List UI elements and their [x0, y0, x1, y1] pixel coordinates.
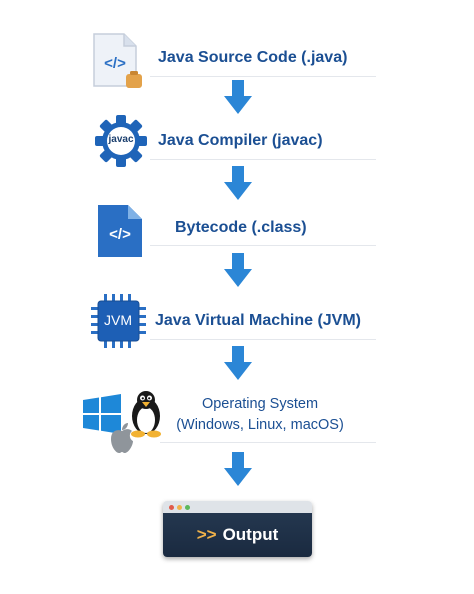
step-compiler-label: Java Compiler (javac): [158, 132, 323, 149]
down-arrow-icon: [224, 452, 252, 491]
minimize-dot-icon: [177, 505, 182, 510]
divider: [150, 339, 376, 340]
step-os-label-line1: Operating System: [201, 396, 319, 412]
divider: [150, 245, 376, 246]
java-file-icon: </>: [88, 30, 146, 97]
step-jvm-label: Java Virtual Machine (JVM): [155, 312, 361, 329]
terminal-body: >> Output: [163, 513, 312, 557]
output-prompt: >>: [196, 525, 217, 544]
maximize-dot-icon: [185, 505, 190, 510]
linux-penguin-icon: [128, 388, 164, 443]
apple-logo-icon: [108, 422, 136, 459]
step-os-label-line2: (Windows, Linux, macOS): [176, 417, 344, 433]
windows-logo-icon: [82, 394, 122, 439]
terminal-titlebar: [163, 501, 312, 513]
close-dot-icon: [169, 505, 174, 510]
divider: [160, 442, 376, 443]
svg-text:</>: </>: [104, 55, 126, 72]
jvm-icon-text: JVM: [104, 312, 132, 328]
down-arrow-icon: [224, 253, 252, 292]
divider: [150, 76, 376, 77]
step-bytecode-label: Bytecode (.class): [175, 219, 307, 236]
compiler-icon-text: javac: [108, 134, 134, 145]
output-label: Output: [222, 525, 279, 544]
down-arrow-icon: [224, 346, 252, 385]
jvm-chip-icon: [90, 293, 148, 354]
compiler-gear-icon: [94, 114, 148, 173]
terminal-window-icon: >> Output: [163, 501, 312, 557]
bytecode-file-icon: </>: [94, 203, 146, 264]
step-java-source-label: Java Source Code (.java): [158, 49, 348, 66]
svg-text:</>: </>: [109, 226, 131, 243]
down-arrow-icon: [224, 166, 252, 205]
down-arrow-icon: [224, 80, 252, 119]
divider: [150, 159, 376, 160]
